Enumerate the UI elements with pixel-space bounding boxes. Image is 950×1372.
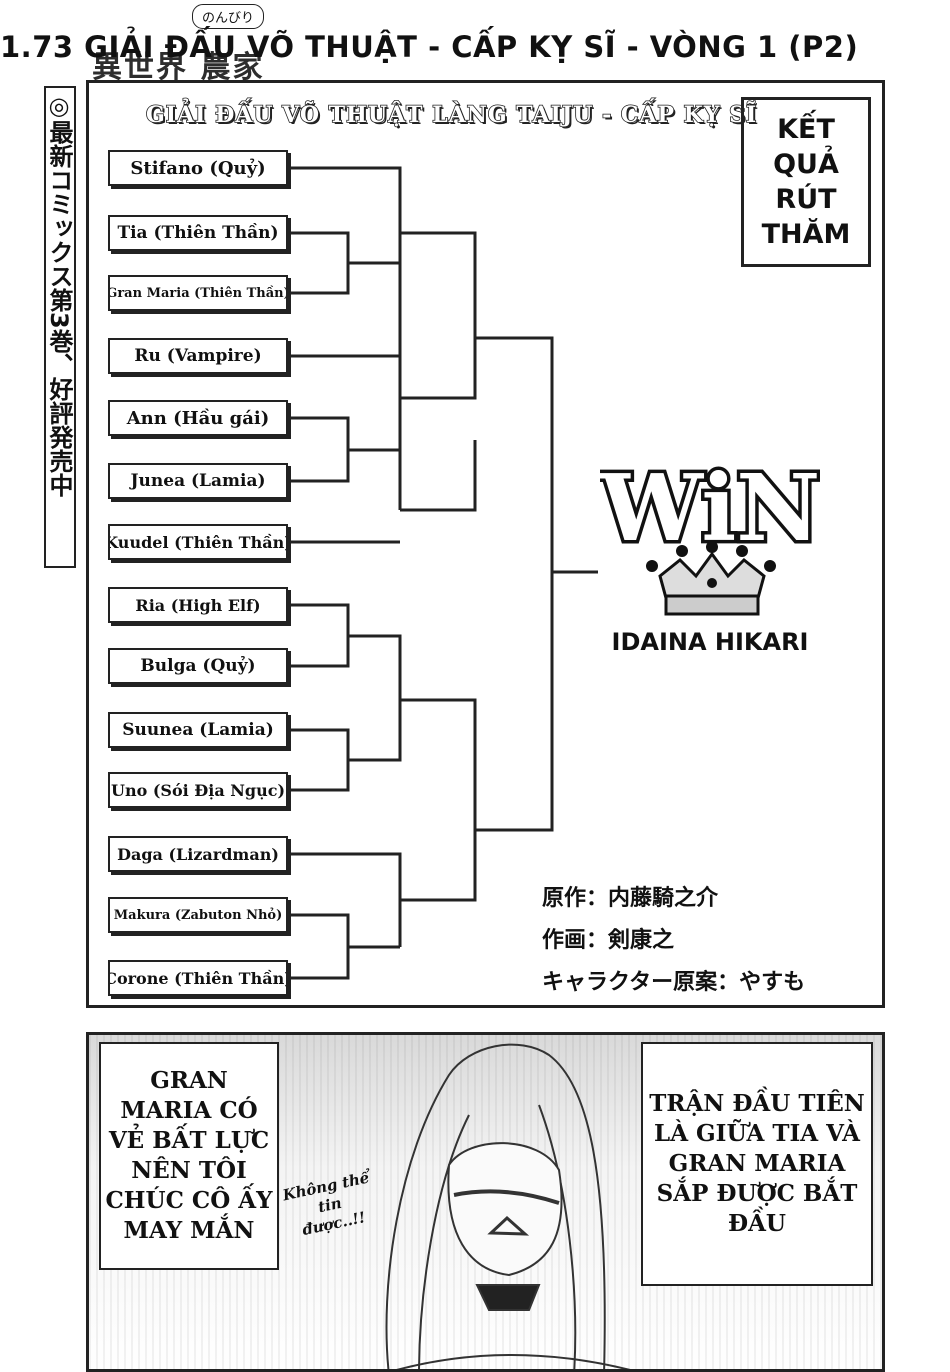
manga-panel: GRAN MARIA CÓ VẺ BẤT LỰC NÊN TÔI CHÚC CÔ…: [86, 1032, 885, 1372]
player-slot: Makura (Zabuton Nhỏ): [108, 897, 288, 933]
chapter-title: 1.73 GIẢI ĐẤU VÕ THUẬT - CẤP KỴ SĨ - VÒN…: [0, 30, 859, 64]
player-slot: Uno (Sói Địa Ngục): [108, 772, 288, 808]
crown-icon: [646, 541, 776, 616]
draw-result-label: KẾT QUẢ RÚT THĂM: [741, 97, 871, 267]
player-slot: Gran Maria (Thiên Thần): [108, 275, 288, 311]
character-illustration: [385, 1043, 631, 1369]
player-slot: Tia (Thiên Thần): [108, 215, 288, 251]
player-slot: Daga (Lizardman): [108, 836, 288, 872]
player-slot: Junea (Lamia): [108, 463, 288, 499]
speech-bubble-left: GRAN MARIA CÓ VẺ BẤT LỰC NÊN TÔI CHÚC CÔ…: [99, 1042, 279, 1270]
player-slot: Suunea (Lamia): [108, 712, 288, 748]
player-slot: Ru (Vampire): [108, 338, 288, 374]
player-slot: Ria (High Elf): [108, 587, 288, 623]
side-promo: ◎最新コミックス第3巻、好評発売中――!!: [44, 86, 76, 568]
credit-art: 作画：剣康之: [542, 928, 675, 953]
player-slot: Corone (Thiên Thần): [108, 960, 288, 996]
credits: 原作：内藤騎之介 作画：剣康之 キャラクター原案：やすも: [542, 878, 805, 1004]
series-logo: 異世界 農家: [92, 50, 265, 85]
bracket-frame: [86, 80, 885, 1008]
series-logo-ruby: のんびり: [192, 4, 265, 29]
speech-bubble-right: TRẬN ĐẦU TIÊN LÀ GIỮA TIA VÀ GRAN MARIA …: [641, 1042, 873, 1286]
credit-original: 原作：内藤騎之介: [542, 886, 719, 911]
player-slot: Ann (Hầu gái): [108, 400, 288, 436]
winner-name: IDAINA HIKARI: [611, 628, 809, 656]
win-text: WiN: [600, 454, 820, 562]
player-slot: Bulga (Quỷ): [108, 648, 288, 684]
winner-emblem: WiN: [595, 448, 824, 623]
player-slot: Stifano (Quỷ): [108, 150, 288, 186]
bracket-title: GIẢI ĐẤU VÕ THUẬT LÀNG TAIJU - CẤP KỴ SĨ: [145, 101, 758, 129]
player-slot: Kuudel (Thiên Thần): [108, 524, 288, 560]
credit-character-design: キャラクター原案：やすも: [542, 970, 806, 995]
